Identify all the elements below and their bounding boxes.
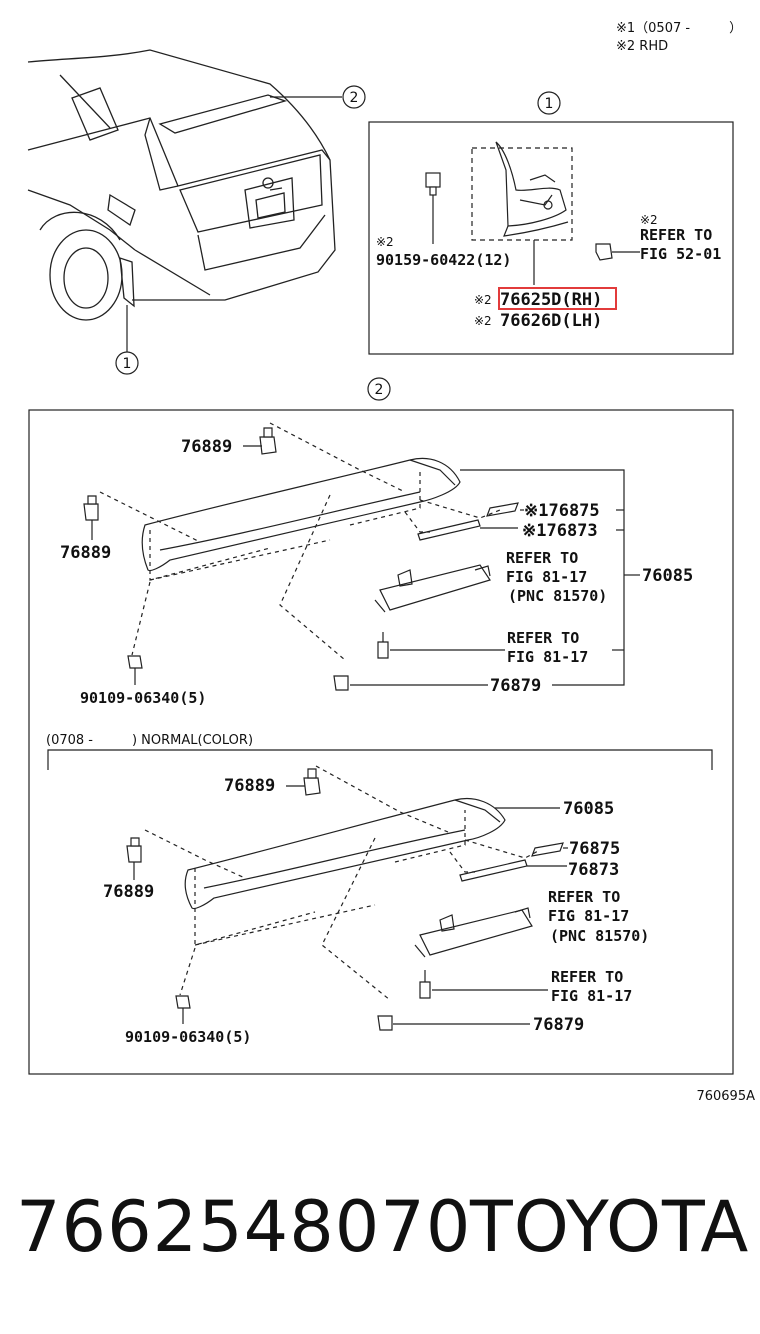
refer-line2: FIG 52-01 [640, 245, 721, 263]
lh-part-number[interactable]: 76626D(LH) [500, 311, 602, 331]
refer2-top-line1: REFER TO [507, 629, 579, 647]
callout-2-vehicle: 2 [350, 90, 359, 106]
refer-mark: ※2 [640, 213, 658, 227]
label-76875-bottom: 76875 [569, 839, 620, 859]
callout-1-box: 1 [545, 96, 554, 112]
mudguard-box [368, 121, 734, 355]
rh-mark: ※2 [474, 293, 492, 307]
refer2-bottom-line1: REFER TO [551, 968, 623, 986]
label-76879-bottom: 76879 [533, 1015, 584, 1035]
refer1-bottom-line1: REFER TO [548, 888, 620, 906]
refer1-bottom-line2: FIG 81-17 [548, 907, 629, 925]
bolt-mark: ※2 [376, 235, 394, 249]
label-76879-top: 76879 [490, 676, 541, 696]
label-76889-top-b: 76889 [60, 543, 111, 563]
brand-title: TOYOTA [470, 1186, 750, 1268]
bolt-part-number: 90159-60422(12) [376, 251, 511, 269]
variant-bracket [47, 749, 713, 770]
vehicle-rear-sketch [27, 49, 336, 321]
refer1-top-line1: REFER TO [506, 549, 578, 567]
callout-2-box: 2 [375, 382, 384, 398]
refer-line1: REFER TO [640, 226, 712, 244]
variant-label: (0708 - ) NORMAL(COLOR) [46, 733, 253, 748]
spoiler-box [28, 409, 734, 1075]
callout-1-vehicle: 1 [123, 356, 132, 372]
fastener-icons-bottom [126, 768, 431, 1031]
refer2-top-line2: FIG 81-17 [507, 648, 588, 666]
refer1-top-line3: (PNC 81570) [508, 587, 607, 605]
highlight-box [498, 287, 617, 310]
leader-lines-top [91, 445, 640, 686]
label-90109-top: 90109-06340(5) [80, 689, 206, 707]
label-76873-top: ※176873 [522, 521, 598, 541]
mudguard-illustration [471, 141, 573, 241]
rh-part-number[interactable]: 76625D(RH) [500, 290, 602, 310]
note-2: ※2 RHD [616, 39, 668, 54]
refer2-bottom-line2: FIG 81-17 [551, 987, 632, 1005]
spoiler-illustration-bottom [144, 765, 564, 1001]
spoiler-illustration-top [99, 422, 519, 661]
bolt-icon [425, 172, 441, 244]
lh-mark: ※2 [474, 314, 492, 328]
figure-id: 760695A [696, 1089, 755, 1104]
refer1-bottom-line3: (PNC 81570) [550, 927, 649, 945]
note-1: ※1（0507 - ） [616, 21, 742, 36]
leader-lines-bottom [133, 785, 568, 1025]
label-76889-bottom-b: 76889 [103, 882, 154, 902]
label-76889-bottom-a: 76889 [224, 776, 275, 796]
fastener-icons-top [83, 427, 389, 691]
clip-icon [595, 243, 640, 261]
label-76085-top: 76085 [642, 566, 693, 586]
part-number-title: 7662548070 [16, 1186, 472, 1268]
label-76873-bottom: 76873 [568, 860, 619, 880]
label-76875-top: ※176875 [524, 501, 600, 521]
label-90109-bottom: 90109-06340(5) [125, 1028, 251, 1046]
label-76889-top-a: 76889 [181, 437, 232, 457]
label-76085-bottom: 76085 [563, 799, 614, 819]
refer1-top-line2: FIG 81-17 [506, 568, 587, 586]
